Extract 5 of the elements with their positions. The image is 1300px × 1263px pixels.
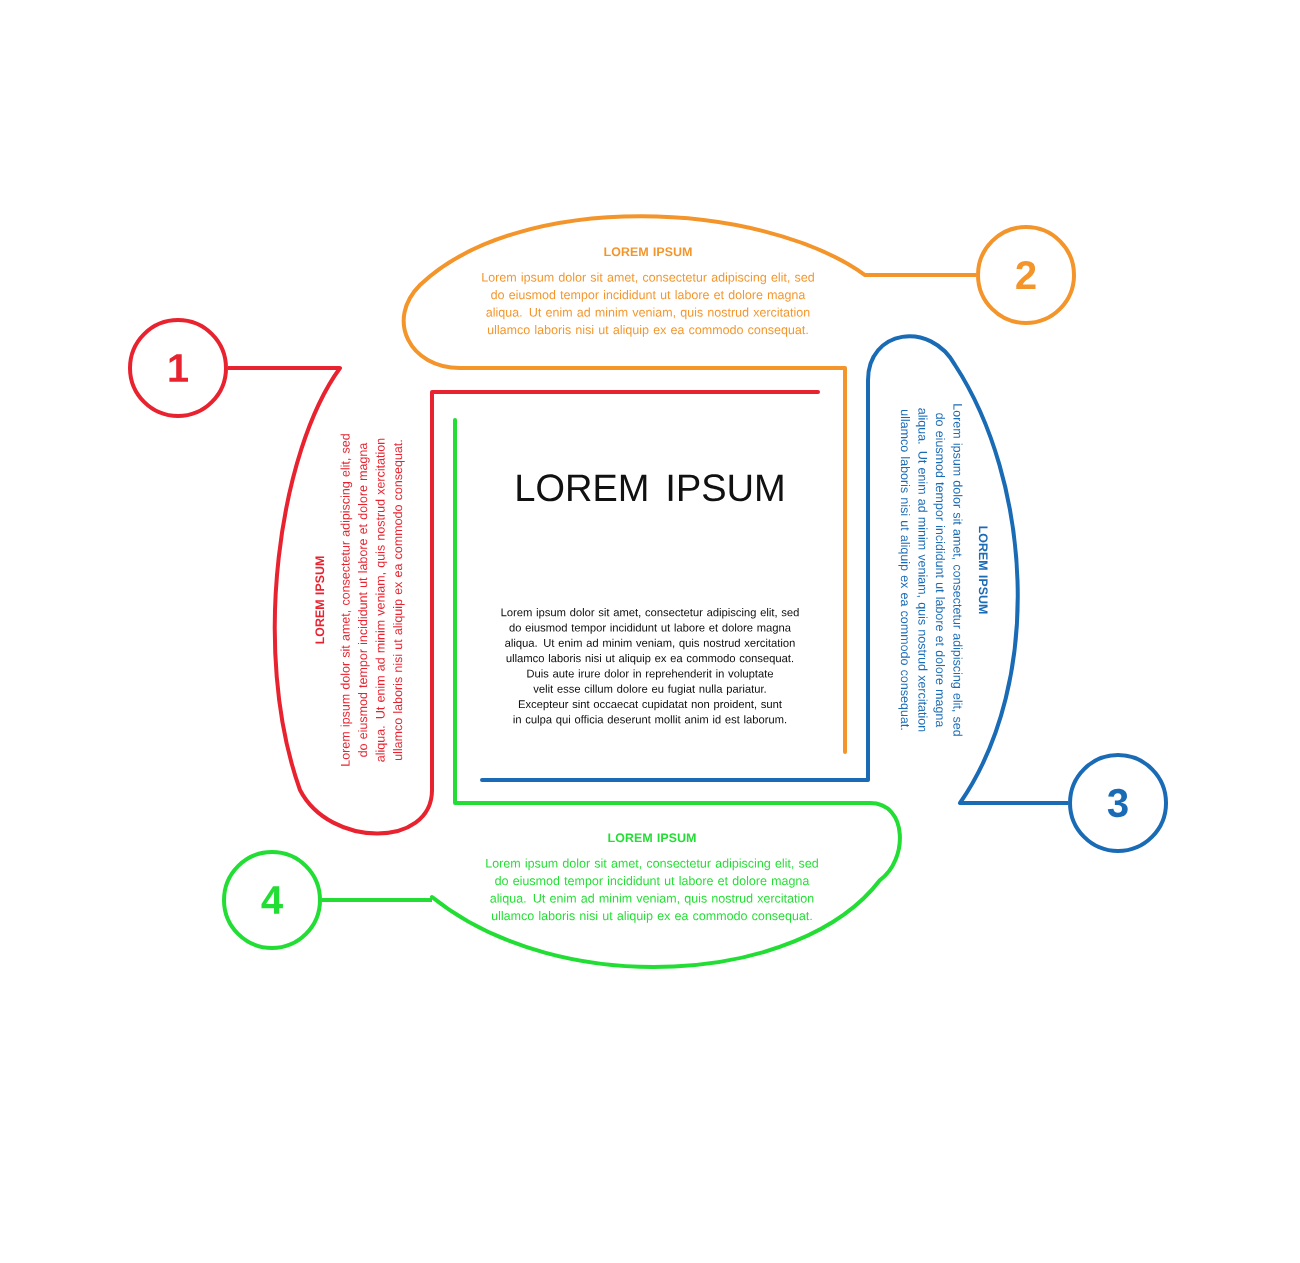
connector-line <box>865 273 976 277</box>
center-text: LOREM IPSUM Lorem ipsum dolor sit amet, consectetur adipiscing elit, sed do eiusmod tempor incididunt ut labore et dolore magna aliqua. Ut enim ad minim veniam, quis nostrud xercitation ullamco laboris nisi ut aliquip ex ea commodo consequat. Duis aute irure dolor in reprehenderit in voluptate velit esse cillum dolore eu fugiat nulla pariatur. Excepteur sint occaecat cupidatat non proident, sunt in culpa qui officia deserunt mollit anim id est laborum. <box>501 474 799 726</box>
connector-line <box>228 366 340 370</box>
connector-line <box>960 801 1068 805</box>
connector-line <box>322 898 432 902</box>
